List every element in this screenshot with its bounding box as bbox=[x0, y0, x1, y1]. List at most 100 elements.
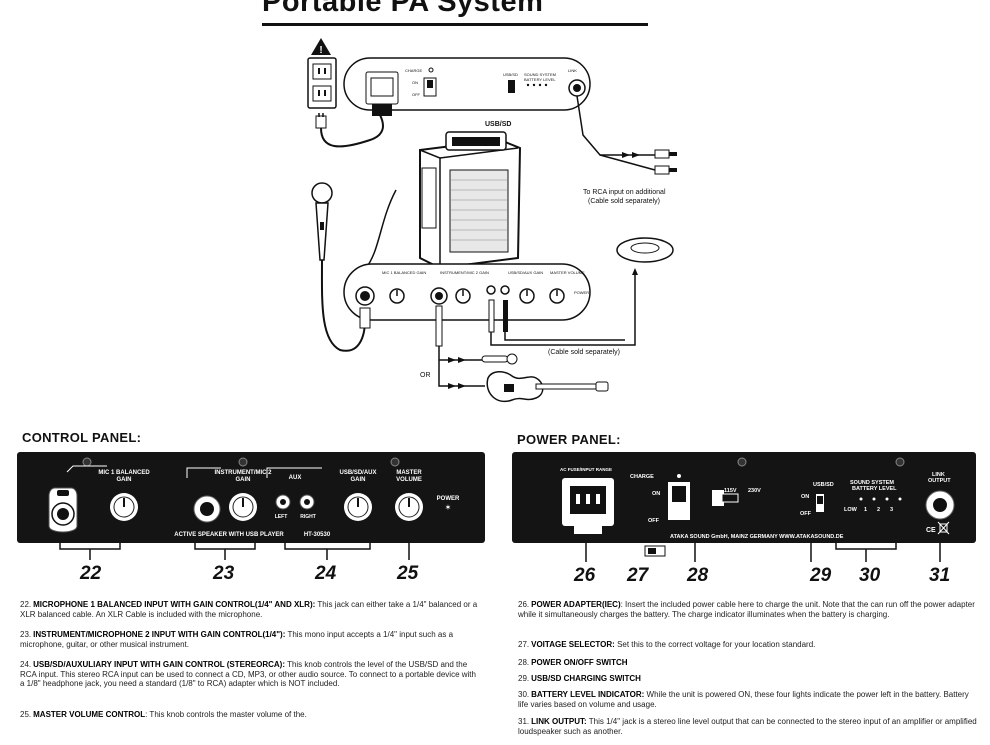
quarter-inch-plug-icon bbox=[435, 305, 443, 347]
usbsd-label: USB/SD bbox=[813, 482, 834, 488]
control-callouts bbox=[59, 543, 410, 560]
connection-diagram: ! CHARGE ON OFF USB/SD SOUND SYSTEM BATT… bbox=[307, 38, 677, 403]
link-label-line2: OUTPUT bbox=[928, 478, 951, 484]
power-callouts bbox=[585, 543, 941, 562]
power-panel-heading: POWER PANEL: bbox=[517, 432, 621, 447]
handheld-mic-icon bbox=[481, 353, 518, 365]
control-panel: ✶ MIC 1 BALANCED GAIN INSTRUMENT/MIC 2 G… bbox=[17, 452, 485, 543]
svg-text:!: ! bbox=[319, 45, 322, 56]
usb-sd-switch-icon bbox=[816, 494, 824, 512]
off-label: OFF bbox=[648, 518, 660, 524]
power-plug-icon bbox=[315, 113, 327, 129]
svg-text:USB/SD/AUX GAIN: USB/SD/AUX GAIN bbox=[508, 270, 543, 275]
link-label-line1: LINK bbox=[932, 472, 945, 478]
description-22: 22.MICROPHONE 1 BALANCED INPUT WITH GAIN… bbox=[20, 600, 478, 619]
rca-note-line1: To RCA input on additional bbox=[583, 189, 666, 196]
microphone-icon bbox=[311, 182, 333, 261]
power-switch-icon bbox=[668, 482, 690, 520]
usb-off-label: OFF bbox=[800, 511, 812, 517]
master-volume-knob-icon bbox=[395, 493, 423, 521]
ac-fuse-label: AC FUSE/INPUT RANGE bbox=[560, 467, 612, 472]
voltage-selector-icon bbox=[712, 490, 739, 506]
master-label-line1: MASTER bbox=[396, 470, 422, 476]
svg-text:INSTRUMENT/MIC 2 GAIN: INSTRUMENT/MIC 2 GAIN bbox=[440, 270, 489, 275]
left-label: LEFT bbox=[275, 514, 288, 520]
power-panel: AC FUSE/INPUT RANGE CHARGE ON OFF 115V 2… bbox=[512, 452, 976, 543]
warning-icon: ! bbox=[311, 38, 331, 56]
callout-28: 28 bbox=[687, 565, 709, 586]
svg-text:ON: ON bbox=[412, 80, 418, 85]
rear-panel-illustration: CHARGE ON OFF USB/SD SOUND SYSTEM BATTER… bbox=[343, 57, 591, 116]
usb-label-line1: USB/SD/AUX bbox=[339, 470, 376, 476]
description-31: 31.LINK OUTPUT: This 1/4" jack is a ster… bbox=[518, 717, 977, 736]
description-27: 27.VOITAGE SELECTOR: Set this to the cor… bbox=[518, 640, 816, 649]
wall-outlet-icon bbox=[307, 57, 337, 109]
usb-gain-knob-icon bbox=[344, 493, 372, 521]
title-underline bbox=[262, 23, 648, 26]
link-output-jack-icon bbox=[925, 490, 955, 520]
on-label: ON bbox=[652, 491, 660, 497]
aux-label: AUX bbox=[289, 475, 302, 481]
rca-plug-icon bbox=[654, 149, 677, 175]
description-26: 26.POWER ADAPTER(IEC): Insert the includ… bbox=[518, 600, 975, 619]
svg-text:POWER: POWER bbox=[574, 290, 589, 295]
battery-label-line1: SOUND SYSTEM bbox=[850, 480, 894, 486]
v115-label: 115V bbox=[724, 488, 737, 494]
cd-player-icon bbox=[616, 237, 674, 263]
battery-low-label: LOW bbox=[844, 507, 858, 513]
battery-level-leds bbox=[859, 497, 902, 501]
electric-guitar-icon bbox=[486, 371, 609, 403]
v230-label: 230V bbox=[748, 488, 761, 494]
master-label-line2: VOLUME bbox=[396, 477, 422, 483]
aux-rca-right-icon bbox=[299, 494, 315, 510]
speaker-cabinet-illustration: USB/SD bbox=[419, 121, 522, 270]
rca-note-line2: (Cable sold separately) bbox=[588, 198, 660, 205]
svg-text:OFF: OFF bbox=[412, 92, 421, 97]
mic1-gain-knob-icon bbox=[110, 493, 138, 521]
xlr-plug-icon bbox=[359, 307, 371, 329]
svg-text:CHARGE: CHARGE bbox=[405, 68, 422, 73]
active-speaker-label: ACTIVE SPEAKER WITH USB PLAYER bbox=[174, 532, 284, 538]
right-label: RIGHT bbox=[300, 514, 316, 520]
callout-24: 24 bbox=[315, 563, 337, 584]
description-23: 23.INSTRUMENT/MICROPHONE 2 INPUT WITH GA… bbox=[20, 630, 454, 649]
svg-text:MASTER VOLUME: MASTER VOLUME bbox=[550, 270, 585, 275]
cable-note: (Cable sold separately) bbox=[548, 349, 620, 356]
callout-29: 29 bbox=[810, 565, 832, 586]
battery-level-3: 3 bbox=[890, 507, 893, 513]
mic1-label-line1: MIC 1 BALANCED bbox=[98, 470, 150, 476]
usb-label-line2: GAIN bbox=[351, 477, 366, 483]
inst-label-line2: GAIN bbox=[236, 477, 251, 483]
xlr-combo-jack-icon bbox=[48, 487, 78, 533]
svg-text:✶: ✶ bbox=[445, 503, 452, 512]
page-title: Portable PA System bbox=[262, 0, 544, 18]
svg-text:BATTERY LEVEL: BATTERY LEVEL bbox=[524, 77, 556, 82]
maker-label: ATAKA SOUND GmbH, MAINZ GERMANY WWW.ATAK… bbox=[670, 534, 844, 540]
callout-22: 22 bbox=[80, 563, 102, 584]
svg-text:USB/SD: USB/SD bbox=[485, 121, 511, 128]
description-25: 25.MASTER VOLUME CONTROL: This knob cont… bbox=[20, 710, 307, 719]
control-panel-heading: CONTROL PANEL: bbox=[22, 430, 142, 445]
callout-31: 31 bbox=[929, 565, 951, 586]
inst-label-line1: INSTRUMENT/MIC 2 bbox=[215, 470, 273, 476]
svg-text:MIC 1 BALANCED GAIN: MIC 1 BALANCED GAIN bbox=[382, 270, 426, 275]
model-label: HT-30530 bbox=[304, 532, 331, 538]
svg-text:SOUND SYSTEM: SOUND SYSTEM bbox=[524, 72, 556, 77]
recycling-bin-icon bbox=[937, 521, 950, 535]
or-label: OR bbox=[420, 372, 431, 379]
inst-jack-icon bbox=[193, 495, 221, 523]
svg-text:USB/SD: USB/SD bbox=[503, 72, 518, 77]
callout-25: 25 bbox=[397, 563, 419, 584]
battery-level-1: 1 bbox=[864, 507, 867, 513]
power-label: POWER bbox=[437, 496, 460, 502]
description-30: 30.BATTERY LEVEL INDICATOR: While the un… bbox=[518, 690, 969, 709]
usb-on-label: ON bbox=[801, 494, 809, 500]
voltage-selector-callout-icon bbox=[644, 545, 666, 557]
iec-inlet-icon bbox=[562, 478, 614, 534]
front-panel-illustration: MIC 1 BALANCED GAIN INSTRUMENT/MIC 2 GAI… bbox=[343, 263, 591, 321]
description-28: 28.POWER ON/OFF SWITCH bbox=[518, 658, 628, 667]
callout-27: 27 bbox=[627, 565, 649, 586]
aux-rca-left-icon bbox=[275, 494, 291, 510]
callout-23: 23 bbox=[213, 563, 235, 584]
inst-gain-knob-icon bbox=[229, 493, 257, 521]
